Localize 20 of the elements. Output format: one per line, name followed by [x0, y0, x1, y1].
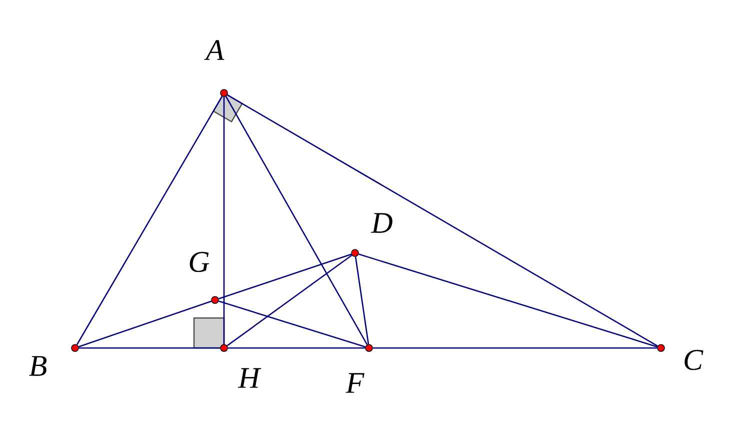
point-label: G — [190, 252, 210, 272]
point-label: D — [370, 213, 392, 233]
line-segment — [78, 300, 212, 348]
line-segment — [372, 347, 658, 349]
line-segment — [218, 300, 366, 348]
line-segment — [358, 254, 658, 348]
point-label: H — [238, 368, 262, 388]
line-segment — [227, 94, 658, 347]
line-segment — [76, 96, 223, 345]
line-segment — [218, 254, 352, 300]
line-segment — [228, 347, 366, 349]
line-segment — [223, 96, 225, 344]
point-label: B — [29, 356, 47, 376]
point-label: F — [346, 373, 364, 393]
point-label: C — [684, 350, 704, 370]
line-segment — [226, 254, 352, 346]
line-segment — [354, 256, 370, 344]
line-segment — [78, 347, 220, 349]
line-segment — [225, 96, 368, 345]
point-label: A — [204, 40, 224, 60]
